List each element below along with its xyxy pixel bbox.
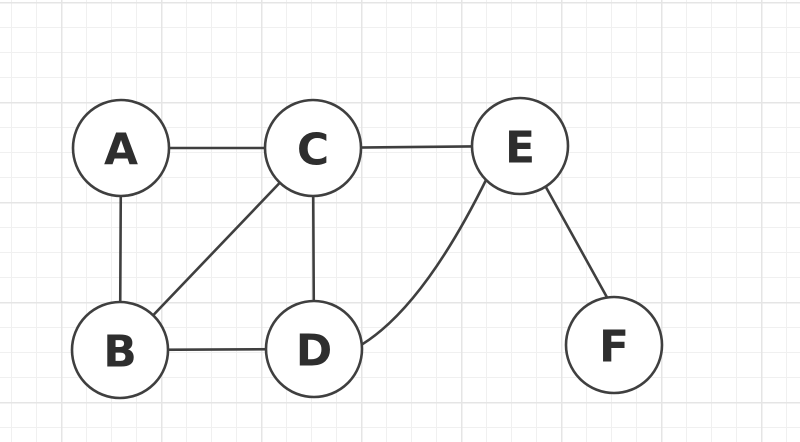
- node-label-A: A: [104, 125, 138, 176]
- node-circle-D: [264, 299, 364, 399]
- node-circle-C: [263, 98, 363, 198]
- graph-node-A[interactable]: A: [71, 98, 171, 198]
- edge-D-E[interactable]: [354, 176, 489, 350]
- node-label-D: D: [296, 326, 333, 377]
- node-circle-B: [70, 300, 170, 400]
- node-circle-A: [71, 98, 171, 198]
- node-label-B: B: [103, 327, 137, 378]
- graph-node-B[interactable]: B: [70, 300, 170, 400]
- graph-node-E[interactable]: E: [470, 96, 570, 196]
- graph-node-C[interactable]: C: [263, 98, 363, 198]
- node-label-F: F: [599, 322, 629, 373]
- node-label-E: E: [505, 123, 535, 174]
- edge-E-F[interactable]: [535, 169, 616, 312]
- node-circle-E: [470, 96, 570, 196]
- node-label-C: C: [297, 125, 329, 176]
- graph-node-D[interactable]: D: [264, 299, 364, 399]
- node-circle-F: [564, 295, 664, 395]
- graph-node-F[interactable]: F: [564, 295, 664, 395]
